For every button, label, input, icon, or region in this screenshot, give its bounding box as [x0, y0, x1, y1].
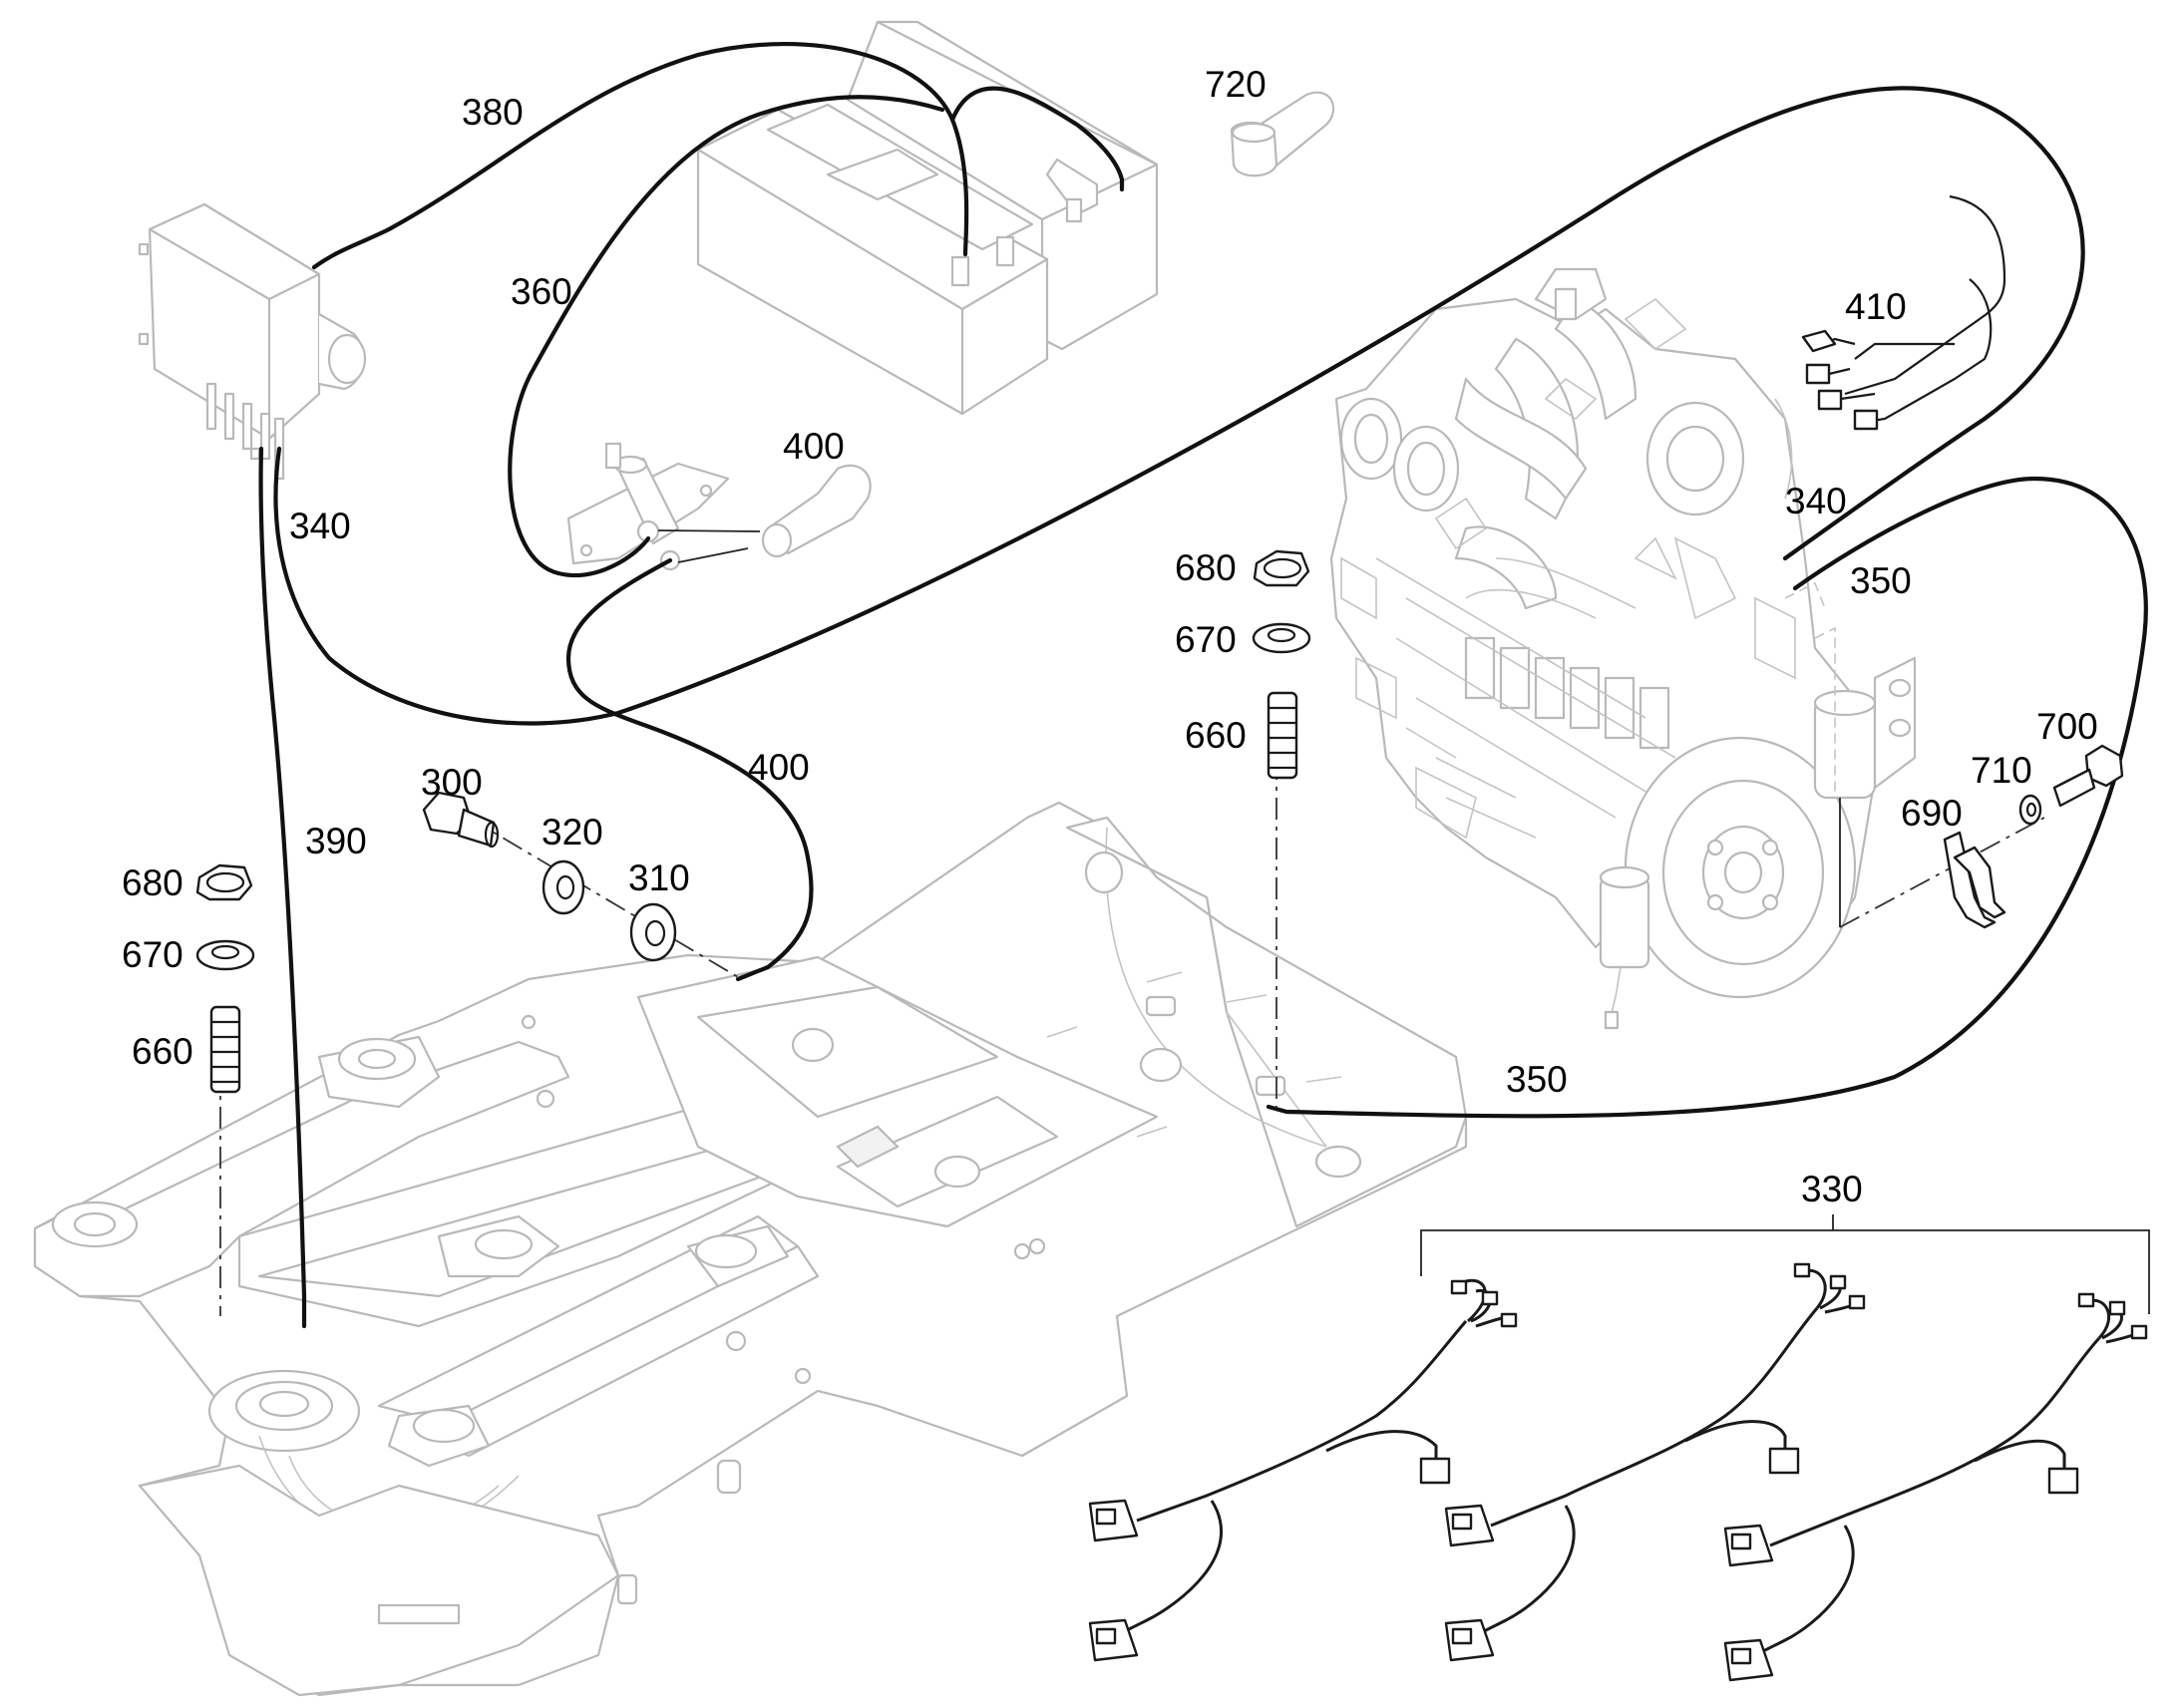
battery-icon: [696, 20, 1159, 416]
callout-410: 410: [1845, 286, 1907, 327]
callout-320: 320: [542, 812, 603, 853]
callout-680: 680: [122, 862, 183, 903]
callout-680: 680: [1175, 547, 1237, 588]
washer-icon: [2018, 794, 2042, 826]
cable-360: [508, 95, 945, 577]
engine-bracket-lines: [1784, 581, 1836, 798]
callout-380: 380: [462, 92, 524, 133]
sensor-harness-icon: [1801, 194, 2006, 431]
callout-720: 720: [1205, 64, 1267, 105]
wiring-harness-icon: [1723, 1292, 2148, 1682]
cable-380: [311, 42, 969, 270]
bolt-icon: [422, 791, 500, 849]
callout-340: 340: [289, 506, 351, 546]
cable-390: [258, 446, 307, 1329]
callout-330: 330: [1801, 1169, 1863, 1209]
callout-labels: 380 360 720 400 340 410 340 350 680 670 …: [122, 64, 2098, 1209]
stud-icon: [209, 1005, 241, 1094]
cable-350: [1266, 476, 2148, 1119]
callout-660: 660: [132, 1031, 193, 1072]
callout-310: 310: [628, 857, 690, 898]
cable-cap-icon: [761, 464, 872, 558]
wiring-harness-set: [1088, 1214, 2150, 1682]
relay-box-icon: [138, 202, 367, 481]
callout-350: 350: [1850, 560, 1912, 601]
cables: [258, 42, 2148, 1329]
terminal-cap-icon: [1230, 91, 1335, 177]
callout-710: 710: [1971, 750, 2032, 791]
battery-disconnect-switch-icon: [566, 442, 730, 571]
nut-icon: [195, 863, 253, 901]
washer-icon: [195, 939, 255, 971]
callout-700: 700: [2036, 706, 2098, 747]
callout-660: 660: [1185, 715, 1247, 756]
callout-350: 350: [1506, 1059, 1568, 1100]
washer-icon: [1252, 622, 1311, 654]
callout-340: 340: [1785, 481, 1847, 521]
callout-400: 400: [783, 426, 845, 467]
callout-400: 400: [748, 747, 810, 788]
nut-icon: [1253, 549, 1310, 587]
callout-360: 360: [511, 271, 572, 312]
bolt-icon: [2052, 744, 2124, 808]
wiring-harness-icon: [1088, 1278, 1518, 1662]
washer-icon: [629, 902, 677, 962]
engine-icon: [1329, 267, 1917, 1030]
washer-icon: [542, 859, 585, 915]
callout-390: 390: [305, 821, 367, 861]
callout-670: 670: [1175, 619, 1237, 660]
cable-340: [273, 86, 2085, 726]
cable-400: [565, 557, 814, 982]
clip-icon: [1943, 831, 2006, 929]
chassis-frame: [33, 801, 1468, 1697]
callout-690: 690: [1901, 793, 1963, 834]
stud-icon: [1267, 691, 1298, 780]
callout-670: 670: [122, 934, 183, 975]
wiring-harness-icon: [1444, 1262, 1866, 1662]
callout-300: 300: [421, 762, 483, 803]
